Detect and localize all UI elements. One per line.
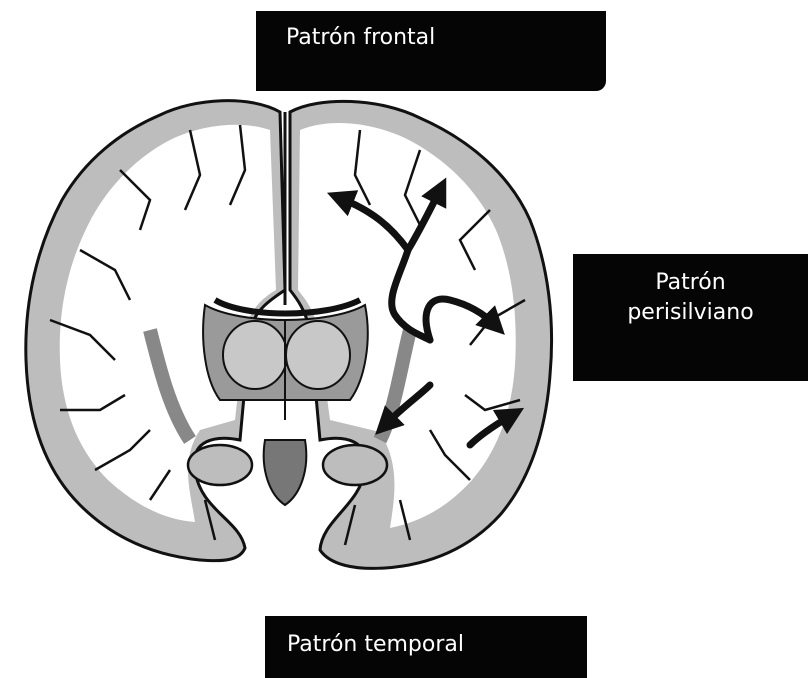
brain-coronal-section-illustration: [0, 0, 808, 678]
